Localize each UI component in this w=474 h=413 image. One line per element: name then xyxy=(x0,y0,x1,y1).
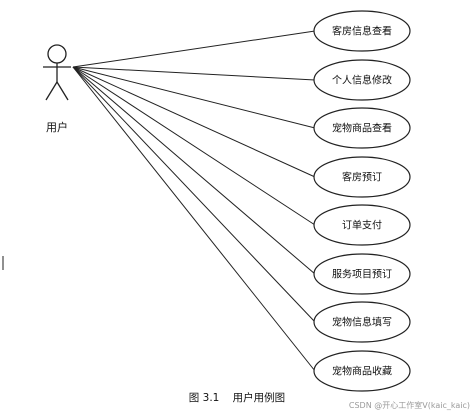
use-case: 客房信息查看 xyxy=(313,10,411,52)
use-case-ellipse xyxy=(313,107,411,149)
actor-left-leg xyxy=(45,81,58,101)
use-case-label: 宠物商品收藏 xyxy=(332,365,392,378)
association-line xyxy=(72,66,316,372)
use-case-ellipse xyxy=(313,350,411,392)
actor-label: 用户 xyxy=(46,120,68,134)
association-line xyxy=(72,66,316,81)
use-case-label: 客房信息查看 xyxy=(332,25,392,38)
figure-caption: 图 3.1 用户用例图 xyxy=(189,391,285,404)
association-line xyxy=(72,66,316,178)
use-case-ellipse xyxy=(313,204,411,246)
use-case-list: 客房信息查看个人信息修改宠物商品查看客房预订订单支付服务项目预订宠物信息填写宠物… xyxy=(313,10,411,392)
use-case-ellipse xyxy=(313,301,411,343)
use-case-ellipse xyxy=(313,59,411,101)
association-line xyxy=(72,30,316,68)
use-case: 宠物信息填写 xyxy=(313,301,411,343)
association-lines xyxy=(72,30,316,372)
use-case-label: 个人信息修改 xyxy=(332,74,392,87)
use-case-label: 宠物商品查看 xyxy=(332,122,392,135)
actor-user: 用户 xyxy=(43,44,71,134)
use-case: 宠物商品查看 xyxy=(313,107,411,149)
actor-head xyxy=(47,44,67,64)
use-case: 个人信息修改 xyxy=(313,59,411,101)
use-case-label: 服务项目预订 xyxy=(332,268,392,281)
use-case: 宠物商品收藏 xyxy=(313,350,411,392)
use-case-ellipse xyxy=(313,156,411,198)
association-line xyxy=(72,66,316,129)
association-line xyxy=(72,66,316,226)
use-case-ellipse xyxy=(313,10,411,52)
association-line xyxy=(72,66,316,275)
watermark-text: CSDN @开心工作室V(kaic_kaic) xyxy=(349,400,470,410)
use-case: 客房预订 xyxy=(313,156,411,198)
use-case-label: 宠物信息填写 xyxy=(332,316,392,329)
use-case: 订单支付 xyxy=(313,204,411,246)
use-case: 服务项目预订 xyxy=(313,253,411,295)
use-case-label: 客房预订 xyxy=(342,171,382,184)
association-line xyxy=(72,66,316,323)
actor-right-leg xyxy=(56,81,69,101)
use-case-label: 订单支付 xyxy=(342,219,382,232)
use-case-ellipse xyxy=(313,253,411,295)
